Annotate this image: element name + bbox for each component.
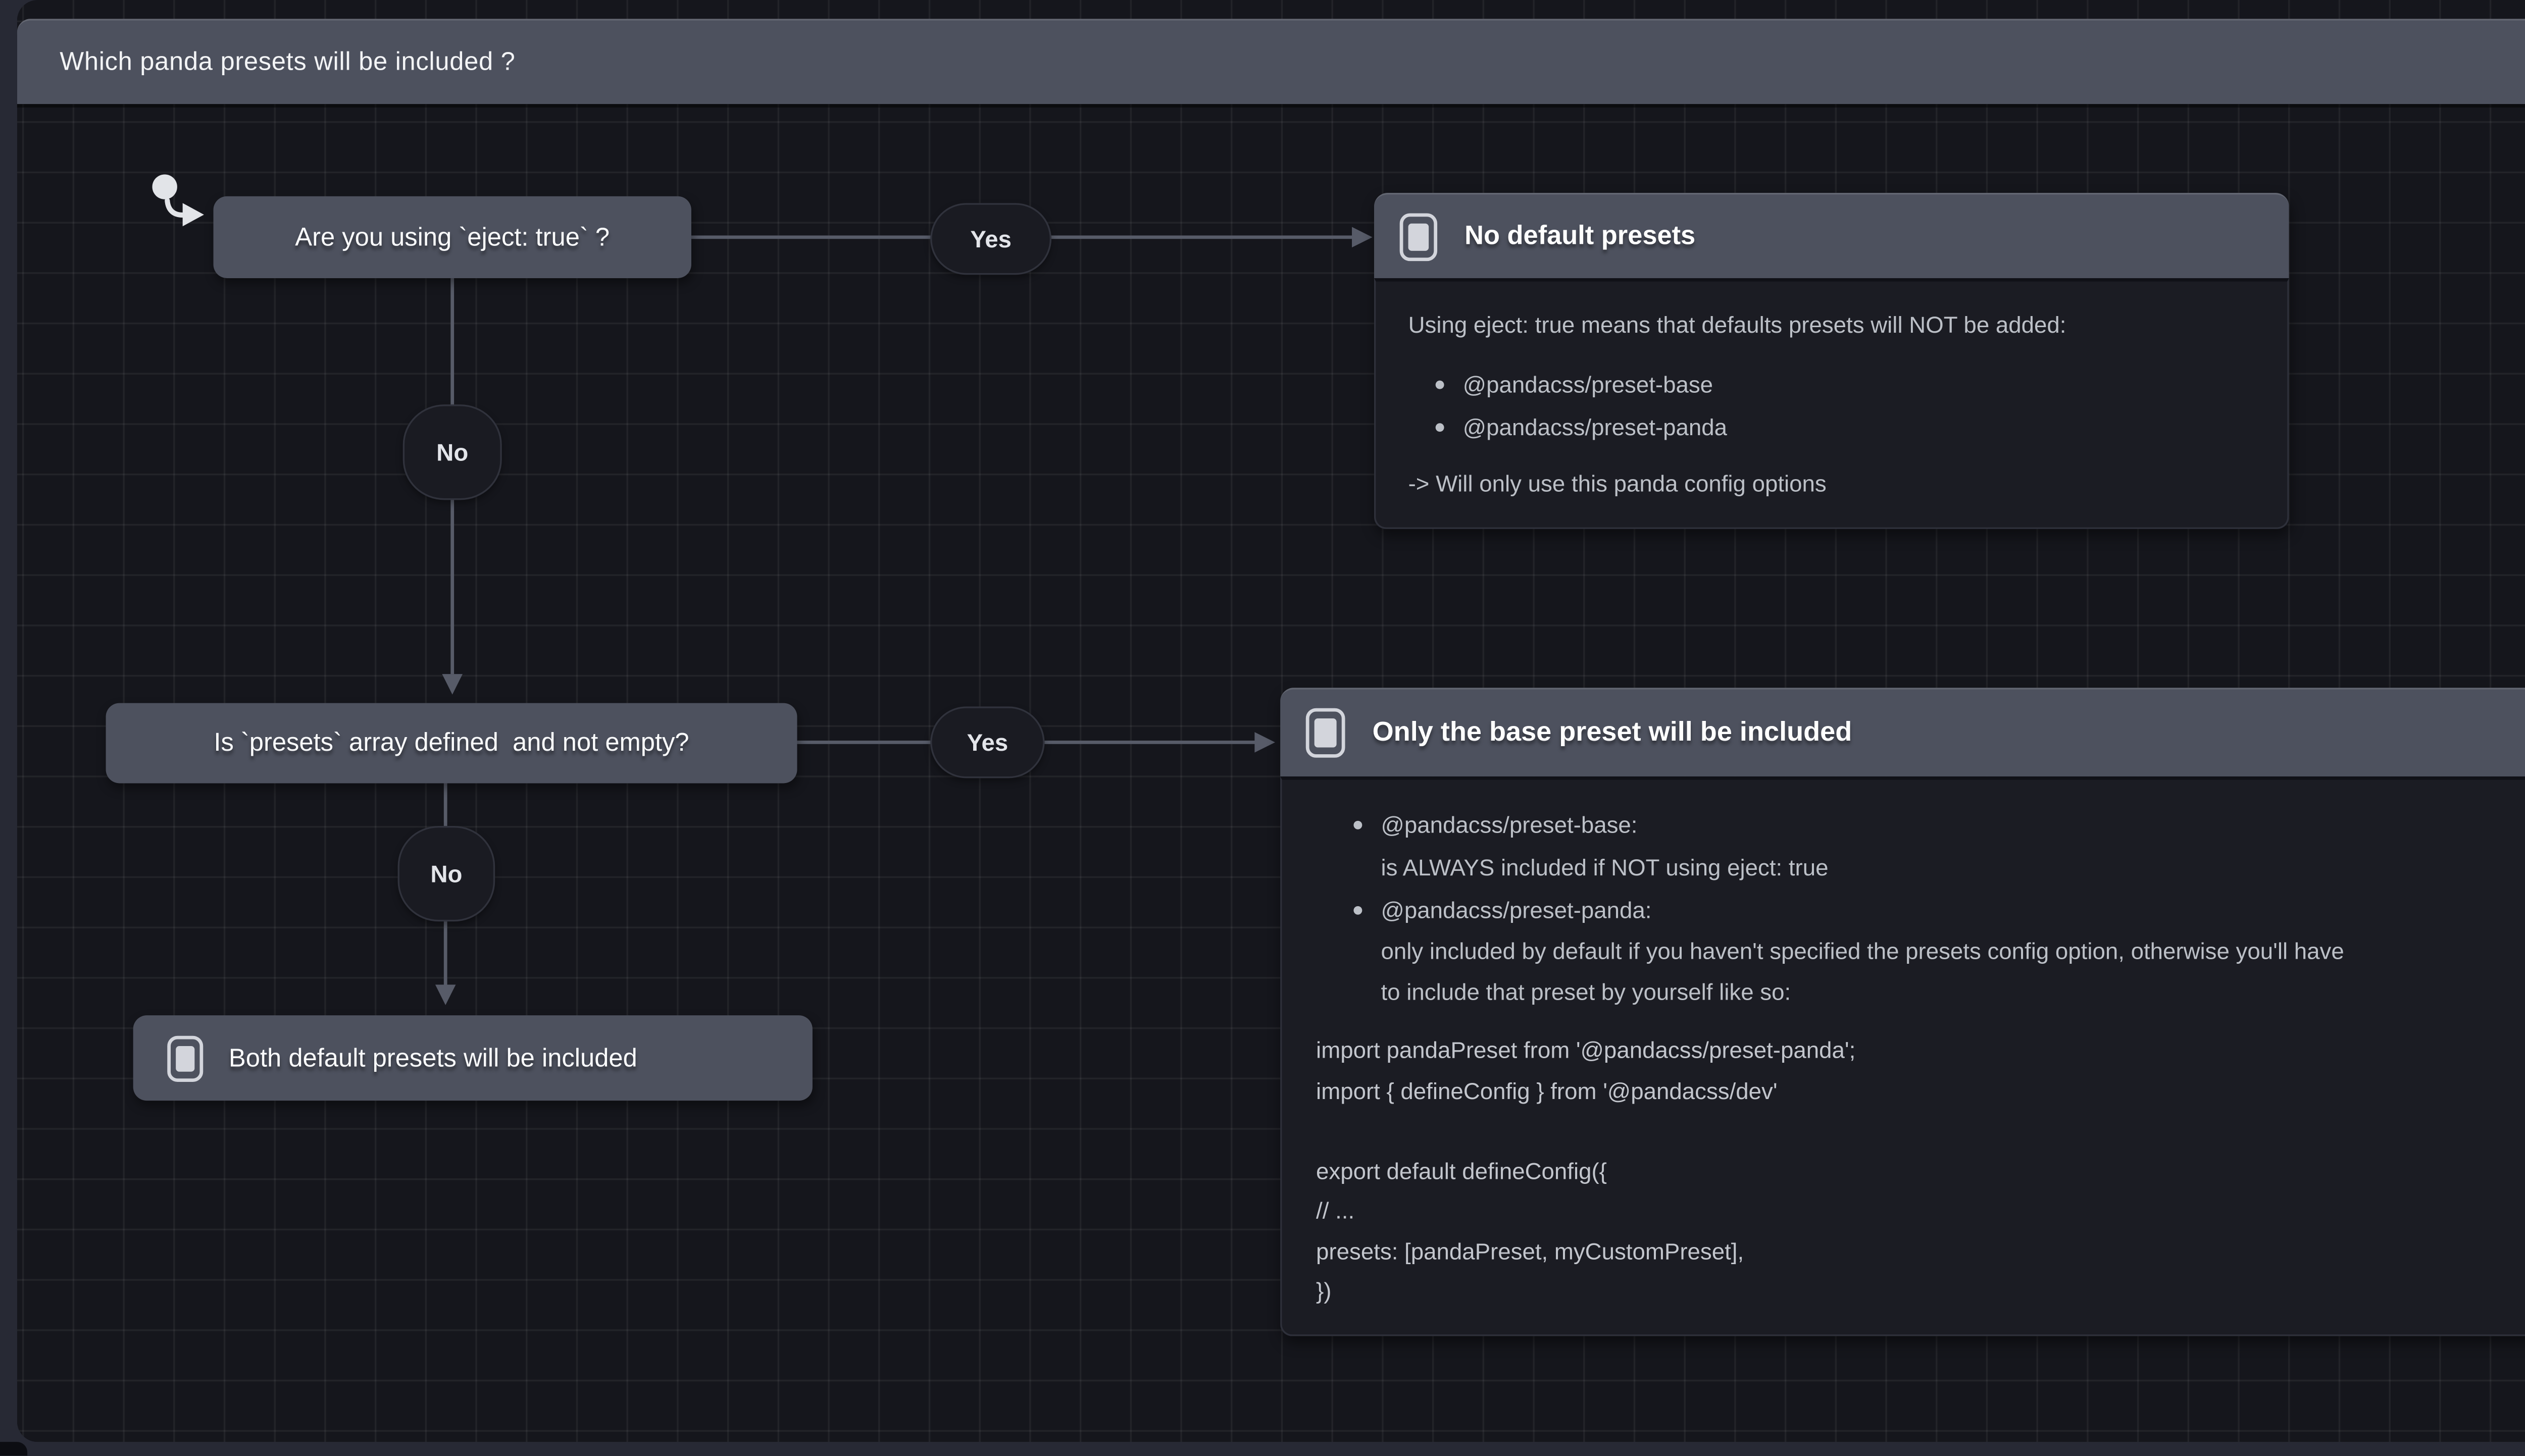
bullet-icon [1353,820,1362,829]
bullet-icon [1435,380,1444,389]
list-item-detail: only included by default if you haven't … [1381,939,2344,964]
edge-label-no-1-text: No [436,438,469,466]
arrowhead-q2-no [434,984,455,1005]
card-base-preset-only-header: Only the base preset will be included [1280,688,2525,776]
code-line: import pandaPreset from '@pandacss/prese… [1316,1037,1856,1063]
card-outro-text: -> Will only use this panda config optio… [1408,471,1827,497]
node-question-eject[interactable]: Are you using `eject: true` ? [213,196,691,278]
arrowhead-q2-yes [1254,731,1275,752]
arrowhead-q1-yes [1352,226,1373,247]
card-base-preset-only[interactable]: Only the base preset will be included @p… [1280,688,2525,1335]
code-snippet: import pandaPreset from '@pandacss/prese… [1316,1031,2525,1312]
document-icon-fill [176,1045,195,1071]
edge-label-yes-1-text: Yes [970,225,1012,253]
card-intro-text: Using eject: true means that defaults pr… [1408,312,2066,338]
bullet-list: @pandacss/preset-base: is ALWAYS include… [1350,804,2525,1014]
card-no-default-presets-header: No default presets [1374,192,2289,278]
card-no-default-presets-body: Using eject: true means that defaults pr… [1374,278,2289,529]
code-line: }) [1316,1278,1332,1304]
list-item: @pandacss/preset-base [1432,363,2260,406]
node-result-both-presets-label: Both default presets will be included [228,1043,637,1073]
card-base-preset-only-body: @pandacss/preset-base: is ALWAYS include… [1280,776,2525,1335]
node-question-eject-label: Are you using `eject: true` ? [295,223,610,252]
document-icon-fill [1314,718,1337,748]
document-icon [1305,708,1345,758]
code-line [1316,1111,2525,1151]
cursor-start-icon [152,174,204,227]
page-title: Which panda presets will be included ? [60,47,516,77]
document-icon-fill [1408,223,1429,250]
bullet-icon [1353,906,1362,915]
arrowhead-q1-no [441,674,462,695]
bullet-list: @pandacss/preset-base @pandacss/preset-p… [1408,363,2260,449]
code-line: export default defineConfig({ [1316,1158,1607,1184]
diagram-title-bar[interactable]: Which panda presets will be included ? [17,19,2525,105]
bottom-bar [0,1442,2525,1456]
node-question-presets-array[interactable]: Is `presets` array defined and not empty… [106,703,797,784]
list-item: @pandacss/preset-base: [1350,804,2525,847]
card-title: No default presets [1464,221,1696,250]
edge-label-yes-2[interactable]: Yes [930,706,1045,778]
node-question-presets-array-label: Is `presets` array defined and not empty… [214,729,689,758]
edge-label-no-2[interactable]: No [397,825,495,922]
list-item-text: @pandacss/preset-panda [1462,414,1728,441]
edge-label-no-1[interactable]: No [402,404,502,500]
document-icon [1399,212,1438,261]
list-item-detail: to include that preset by yourself like … [1381,979,1791,1005]
edge-label-no-2-text: No [430,860,463,888]
list-item-text: @pandacss/preset-base: [1381,812,1638,838]
list-item-text: @pandacss/preset-panda: [1381,897,1652,923]
edge-label-yes-1[interactable]: Yes [930,203,1052,275]
list-item-text: @pandacss/preset-base [1462,372,1713,398]
page-corner [0,1442,28,1456]
code-line: presets: [pandaPreset, myCustomPreset], [1316,1238,1744,1264]
code-line: import { defineConfig } from '@pandacss/… [1316,1077,1778,1104]
list-item: @pandacss/preset-panda [1432,406,2260,449]
document-icon [167,1035,204,1081]
card-no-default-presets[interactable]: No default presets Using eject: true mea… [1374,192,2289,529]
edge-label-yes-2-text: Yes [967,729,1008,756]
list-item-detail: is ALWAYS included if NOT using eject: t… [1381,855,1829,881]
card-title: Only the base preset will be included [1372,717,1852,747]
node-result-both-presets[interactable]: Both default presets will be included [133,1015,813,1101]
list-item: @pandacss/preset-panda: [1350,889,2525,932]
bullet-icon [1435,423,1444,432]
code-line: // ... [1316,1198,1355,1224]
